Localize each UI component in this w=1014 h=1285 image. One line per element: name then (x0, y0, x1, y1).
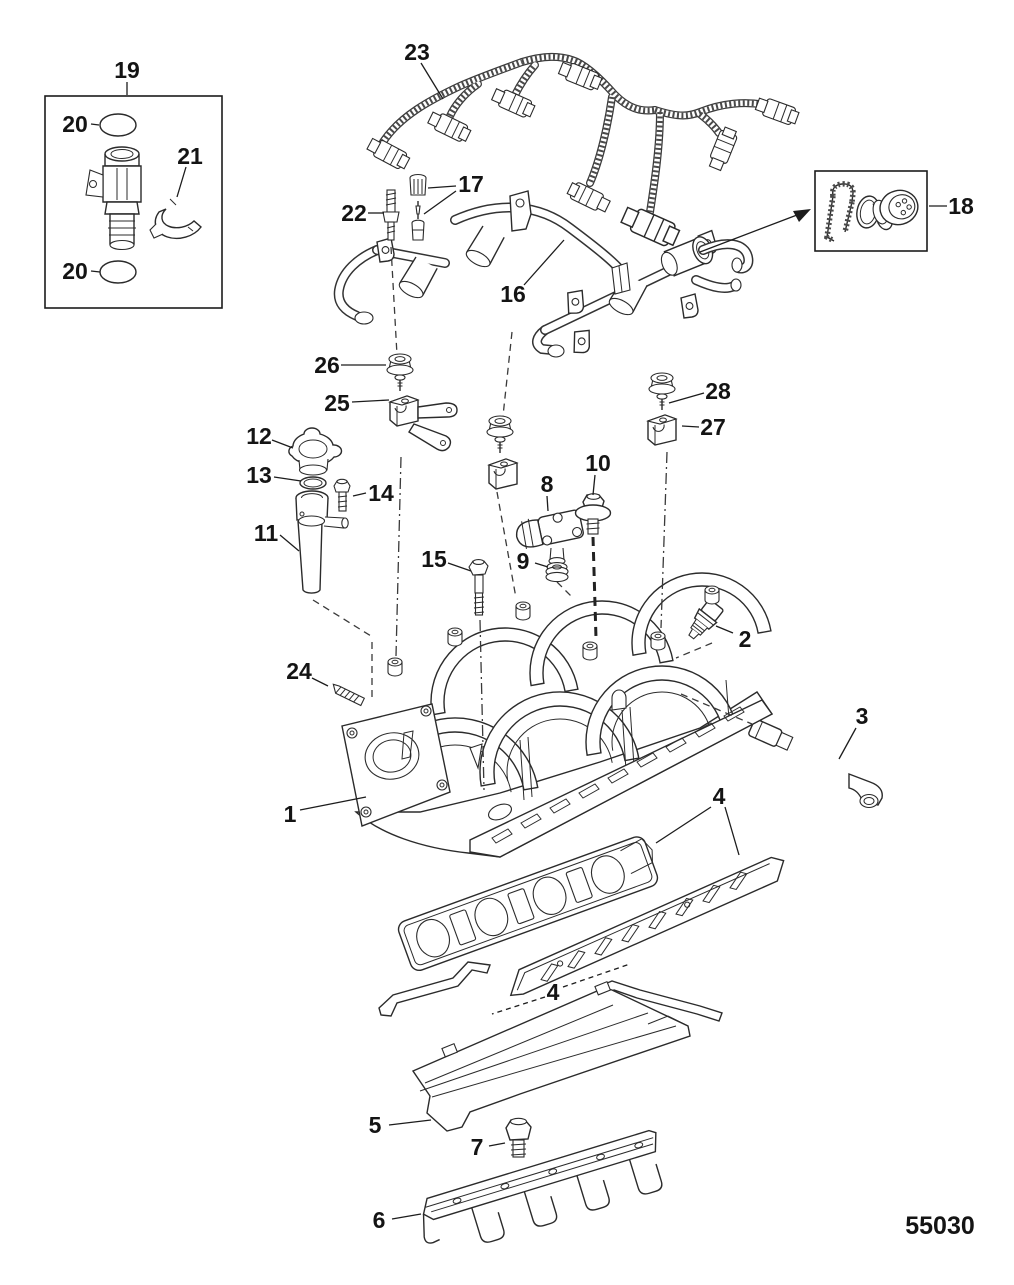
hose-cut-end (730, 278, 742, 292)
callout-10: 10 (585, 450, 611, 476)
manifold-boss (387, 657, 403, 677)
valley-cover-5 (411, 980, 691, 1132)
callout-24: 24 (286, 658, 312, 684)
o-ring-20-top (99, 113, 137, 137)
injector-cup (608, 273, 648, 316)
gasket-retainer-tray-6 (422, 1129, 663, 1244)
wire-bracket-25 (389, 395, 458, 452)
wire-bracket-27 (647, 414, 677, 446)
callout-2: 2 (739, 626, 752, 652)
callout-12: 12 (246, 423, 272, 449)
bolt-15 (468, 559, 489, 616)
callout-3: 3 (856, 703, 869, 729)
grommet-screw (656, 393, 668, 411)
manifold-rail-slots (491, 706, 745, 844)
schrader-valve-17 (409, 173, 427, 241)
manifold-boss (515, 601, 531, 621)
rail-mount-bracket (570, 327, 593, 356)
callout-9: 9 (517, 548, 530, 574)
port-gasket-left-4 (397, 836, 659, 972)
port-gasket-right-4 (509, 856, 785, 997)
grommet-9 (545, 562, 569, 583)
stud-24 (332, 683, 366, 707)
boot-elbow (848, 772, 883, 809)
callout-17: 17 (458, 171, 484, 197)
throttle-flange (341, 703, 451, 827)
callout-27: 27 (700, 414, 726, 440)
mounting-stud-22 (382, 189, 400, 241)
manifold-boss (704, 585, 720, 605)
callout-26: 26 (314, 352, 340, 378)
rail-mount-bracket (509, 190, 532, 232)
regulator-detail-box (814, 170, 928, 252)
callout-19: 19 (114, 57, 140, 83)
callout-8: 8 (541, 471, 554, 497)
fuel-rail-assembly (333, 190, 754, 358)
callout-28: 28 (705, 378, 731, 404)
injector-cup (465, 225, 505, 268)
injector-detail-box (44, 95, 223, 309)
callout-13: 13 (246, 462, 272, 488)
callout-22: 22 (341, 200, 367, 226)
callout-1: 1 (284, 801, 297, 827)
callout-11: 11 (254, 520, 279, 546)
bolt-10-with-washer (574, 493, 612, 535)
rail-end-cap (354, 311, 374, 325)
grommet-screw (494, 436, 506, 454)
manifold-boss (650, 631, 666, 651)
intake-manifold-1 (341, 572, 774, 858)
callout-6: 6 (373, 1207, 386, 1233)
callout-15: 15 (421, 546, 447, 572)
harness-connector (753, 94, 801, 128)
callout-16: 16 (500, 281, 526, 307)
oil-fill-cap-12 (288, 427, 343, 476)
manifold-boss (582, 641, 598, 661)
o-ring-13 (299, 476, 327, 490)
bolt-14 (333, 478, 351, 512)
injector-wiring-harness (365, 52, 801, 250)
rail-mount-bracket (680, 293, 699, 319)
callout-4-top: 4 (713, 783, 726, 809)
bolt-7 (505, 1117, 532, 1158)
callout-20-bottom: 20 (62, 258, 88, 284)
callout-4-bottom: 4 (547, 979, 560, 1005)
callout-labels: 19 20 21 20 23 22 17 16 18 26 25 28 27 1… (62, 39, 974, 1233)
leader-lines (90, 62, 947, 1220)
drawing-number: 55030 (905, 1212, 975, 1240)
callout-5: 5 (369, 1112, 382, 1138)
callout-25: 25 (324, 390, 350, 416)
callout-20-top: 20 (62, 111, 88, 137)
temp-sender-3 (748, 718, 883, 809)
callout-21: 21 (177, 143, 203, 169)
oil-fill-tube-11 (295, 490, 349, 594)
injector-cup (398, 256, 438, 299)
callout-14: 14 (368, 480, 394, 506)
wire-bracket-middle (488, 458, 518, 490)
pressure-regulator (872, 189, 919, 231)
retainer-clip (824, 181, 856, 244)
map-sensor-8 (515, 509, 584, 565)
rail-end-cap (547, 344, 565, 358)
manifold-boss (447, 627, 463, 647)
grommet-28 (648, 372, 676, 395)
callout-18: 18 (948, 193, 974, 219)
grommet-26 (386, 353, 414, 376)
rail-clamp (611, 262, 631, 295)
fuel-injector-19 (85, 146, 142, 251)
end-seal-left-4 (378, 961, 491, 1017)
hose-cut-end (731, 257, 743, 273)
alignment-lines (312, 246, 753, 791)
grommet-screw (394, 374, 406, 392)
callout-23: 23 (404, 39, 430, 65)
grommet-middle (486, 415, 514, 438)
sensor-2 (688, 599, 724, 640)
injector-retainer-clip-21 (149, 198, 202, 240)
rail-mount-bracket (565, 288, 586, 316)
callout-7: 7 (471, 1134, 484, 1160)
harness-connector (706, 125, 740, 173)
arrow-to-regulator-box (699, 209, 811, 253)
